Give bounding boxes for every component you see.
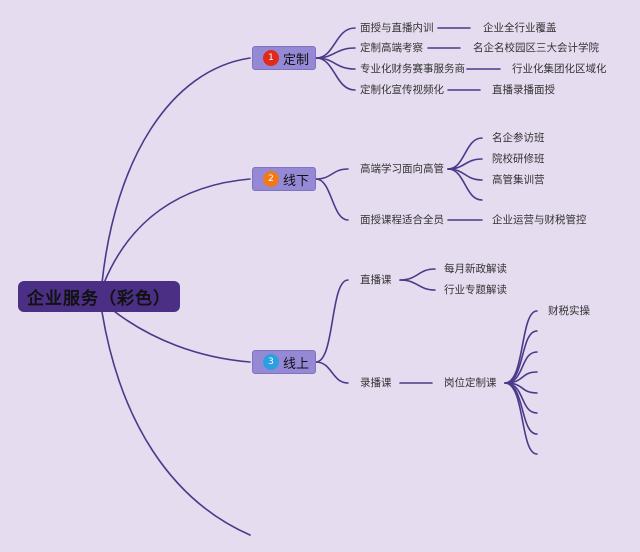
leaf-label[interactable]: 行业专题解读: [444, 284, 507, 296]
node-label[interactable]: 面授课程适合全员: [360, 214, 444, 226]
edge-zhibo-2: [399, 279, 436, 291]
leaf-label[interactable]: 名企名校园区三大会计学院: [473, 42, 599, 54]
leaf-label[interactable]: 财税实操: [548, 305, 590, 317]
node-label[interactable]: 高端学习面向高管: [360, 163, 444, 175]
priority-1-icon: 1: [263, 50, 279, 66]
edge-root-xianshang: [109, 307, 251, 363]
branch-label: 线上: [283, 356, 310, 372]
leaf-label[interactable]: 岗位定制课: [444, 377, 497, 389]
edge-gangwei-7: [504, 382, 538, 435]
leaf-label[interactable]: 行业化集团化区域化: [512, 63, 607, 75]
branch-label: 定制: [283, 52, 310, 68]
leaf-label[interactable]: 企业运营与财税管控: [492, 214, 587, 226]
leaf-label[interactable]: 院校研修班: [492, 153, 545, 165]
branch-dingzhi[interactable]: 1 定制: [252, 46, 316, 70]
edge-gaoduan-4: [447, 168, 483, 201]
root-label: 企业服务（彩色）: [27, 289, 171, 309]
edge-xianshang-1: [315, 279, 349, 363]
node-label[interactable]: 录播课: [360, 377, 392, 389]
branch-xianshang[interactable]: 3 线上: [252, 350, 316, 374]
edge-dingzhi-4: [315, 57, 356, 91]
branch-xianxia[interactable]: 2 线下: [252, 167, 316, 191]
root-node[interactable]: 企业服务（彩色）: [18, 281, 180, 312]
leaf-label[interactable]: 高管集训营: [492, 174, 545, 186]
node-label[interactable]: 直播课: [360, 274, 392, 286]
node-label[interactable]: 定制化宣传视频化: [360, 84, 444, 96]
leaf-label[interactable]: 企业全行业覆盖: [483, 22, 557, 34]
priority-3-icon: 3: [263, 354, 279, 370]
leaf-label[interactable]: 名企参访班: [492, 132, 545, 144]
edge-root-bottom: [101, 311, 251, 536]
leaf-label[interactable]: 每月新政解读: [444, 263, 507, 275]
edge-root-xianxia: [103, 178, 251, 284]
priority-2-icon: 2: [263, 171, 279, 187]
leaf-label[interactable]: 直播录播面授: [492, 84, 555, 96]
edge-xianshang-2: [315, 361, 349, 384]
edge-xianxia-2: [315, 178, 349, 221]
edge-gangwei-8: [504, 382, 538, 455]
node-label[interactable]: 定制高端考察: [360, 42, 423, 54]
node-label[interactable]: 专业化财务赛事服务商: [360, 63, 465, 75]
branch-label: 线下: [283, 173, 310, 189]
edge-xianxia-1: [315, 168, 349, 180]
node-label[interactable]: 面授与直播内训: [360, 22, 434, 34]
edge-zhibo-1: [399, 268, 436, 281]
edge-gangwei-2: [504, 330, 538, 384]
edge-root-dingzhi: [101, 57, 251, 284]
